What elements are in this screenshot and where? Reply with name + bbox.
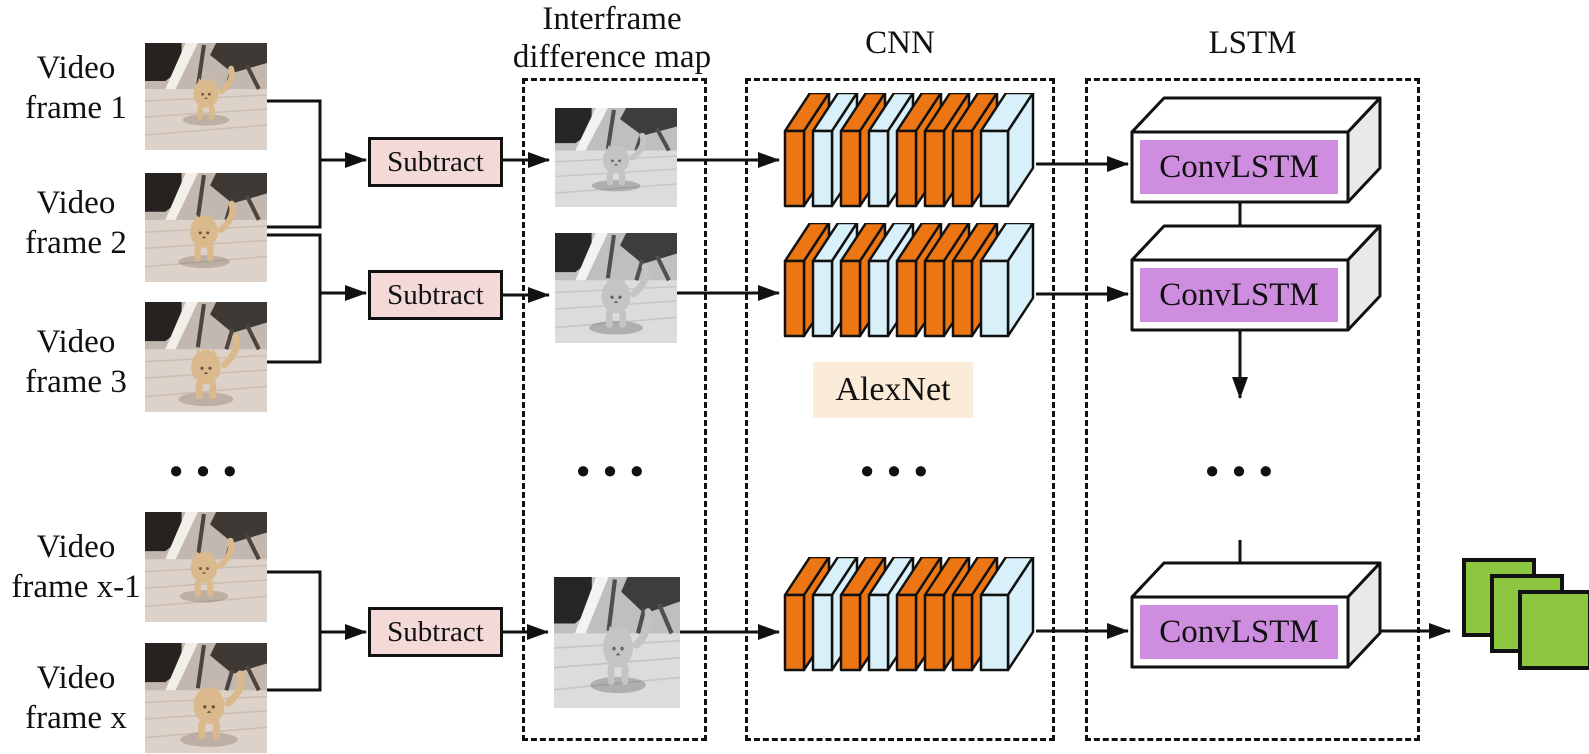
video-frame-label-x-line1: Video [36,660,116,696]
video-frame-label-2-line2: frame 2 [25,225,127,261]
video-frame-label-x1-line1: Video [36,529,116,565]
video-frame-label-1: Video frame 1 [0,48,152,128]
subtract-box-1: Subtract [368,137,503,187]
video-frame-label-3: Video frame 3 [0,322,152,402]
video-frame-label-1-line1: Video [36,50,116,86]
video-frame-photo-x1 [145,512,267,622]
interframe-panel [522,78,707,741]
video-frame-label-3-line1: Video [36,324,116,360]
interframe-title-line2: difference map [512,39,712,75]
interframe-title-line1: Interframe [542,1,682,37]
convlstm-box-2-label: ConvLSTM [1140,268,1338,322]
diff-map-photo-1 [555,108,677,207]
cnn-layer-stack-3 [783,555,1035,674]
video-frame-label-x1-line2: frame x-1 [11,569,141,605]
video-frame-label-x1: Video frame x-1 [0,527,152,607]
video-frame-label-x: Video frame x [0,658,152,738]
cnn-layer-stack-2 [783,221,1035,340]
subtract-box-2: Subtract [368,270,503,320]
video-frame-label-3-line2: frame 3 [25,364,127,400]
video-frame-photo-3 [145,302,267,412]
video-frame-photo-1 [145,43,267,150]
ellipsis-frames: • • • [169,451,239,493]
convlstm-box-3: ConvLSTM [1130,561,1383,670]
cnn-layer-stack-1 [783,91,1035,210]
subtract-box-3: Subtract [368,607,503,657]
ellipsis-interframe: • • • [576,451,646,493]
video-frame-label-2-line1: Video [36,185,116,221]
interframe-title: Interframe difference map [472,0,752,76]
cnn-panel [745,78,1055,741]
video-frame-label-x-line2: frame x [25,700,127,736]
alexnet-badge: AlexNet [813,362,973,418]
cnn-title: CNN [865,25,935,61]
convlstm-box-1-label: ConvLSTM [1140,140,1338,194]
convlstm-box-2: ConvLSTM [1130,224,1383,333]
convlstm-box-3-label: ConvLSTM [1140,605,1338,659]
video-frame-label-1-line2: frame 1 [25,90,127,126]
ellipsis-lstm: • • • [1205,451,1275,493]
output-feature-maps [1460,556,1589,672]
video-frame-photo-x [145,643,267,753]
diff-map-photo-2 [555,233,677,343]
video-frame-label-2: Video frame 2 [0,183,152,263]
ellipsis-cnn: • • • [860,451,930,493]
diff-map-photo-3 [554,577,680,708]
convlstm-box-1: ConvLSTM [1130,96,1383,205]
lstm-title: LSTM [1208,25,1297,61]
lstm-panel [1085,78,1420,741]
video-frame-photo-2 [145,173,267,282]
